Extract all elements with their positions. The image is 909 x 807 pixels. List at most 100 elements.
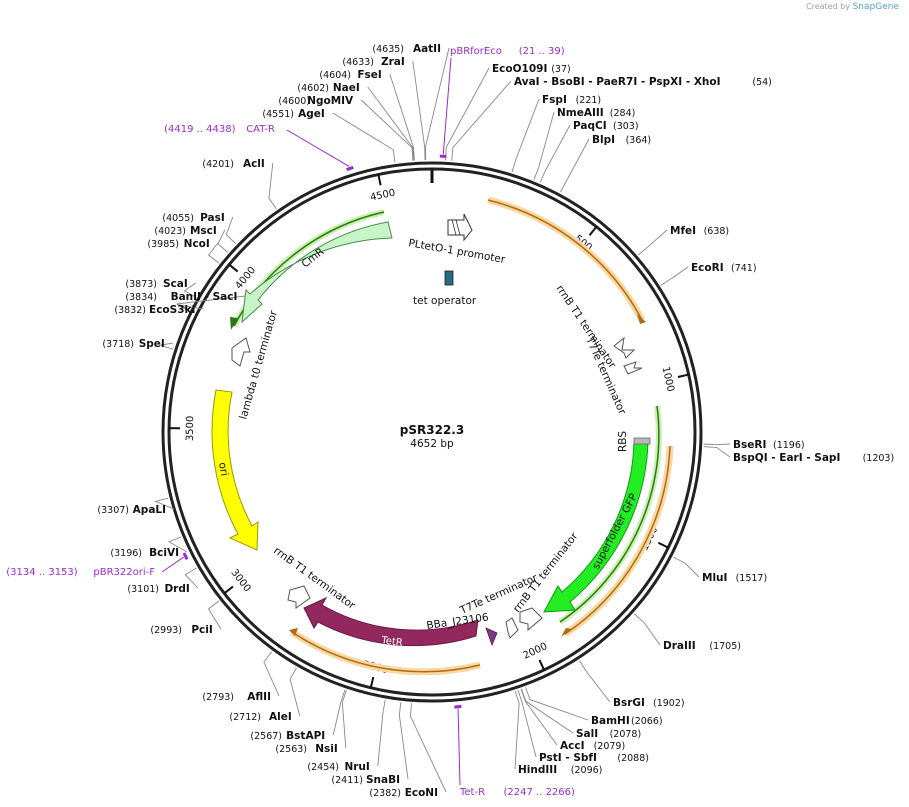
plasmid-name: pSR322.3 <box>400 423 464 437</box>
restriction-site: SpeI (3718) <box>102 338 164 350</box>
site-position: (4055) <box>162 213 194 224</box>
credit-prefix: Created by <box>806 2 851 11</box>
restriction-site: MluI(1517) <box>702 572 767 584</box>
tick-mark <box>538 659 546 671</box>
restriction-site: SnaBI(2411) <box>331 774 400 786</box>
rbs-icon <box>633 437 651 445</box>
site-name: SpeI <box>139 338 165 350</box>
primer-label: CAT-R(4419 .. 4438) <box>164 124 275 135</box>
site-position: (1705) <box>709 641 741 652</box>
site-position: (3873) <box>125 279 157 290</box>
site-position: (1196) <box>773 440 805 451</box>
feature-label-ori: ori <box>216 461 230 477</box>
restriction-site: FspI(221) <box>542 94 601 106</box>
site-position: (4602) <box>297 83 329 94</box>
tick-label: 4500 <box>369 188 396 204</box>
restriction-site: NmeAIII(284) <box>557 107 635 119</box>
restriction-site: AvaI - BsoBI - PaeR7I - PspXI - XhoI(54) <box>514 76 772 88</box>
orange-feature-arc-2-line <box>564 445 671 635</box>
site-position: (638) <box>704 226 730 237</box>
site-name: DraIII <box>663 640 696 652</box>
site-leader <box>184 567 199 589</box>
site-name: NgoMIV <box>307 95 354 107</box>
site-position: (2096) <box>571 765 603 776</box>
restriction-site: EcoRI(741) <box>691 262 757 274</box>
primer-leader <box>161 556 185 573</box>
site-position: (4551) <box>262 109 294 120</box>
tet-operator-icon <box>444 270 454 286</box>
snapgene-credit: Created by SnapGene <box>806 2 899 12</box>
orange-feature-arc-1-line <box>487 199 643 321</box>
cmr-outer-arrowhead <box>230 317 238 330</box>
feature-label-rrnb3: rrnB T1 terminator <box>271 545 358 613</box>
primer-leader <box>286 129 350 168</box>
site-position: (1902) <box>653 698 685 709</box>
restriction-site: AclI(4201) <box>202 158 264 170</box>
site-position: (2078) <box>610 729 642 740</box>
restriction-site: BsrGI (1902) <box>613 697 685 709</box>
site-name: BstAPI <box>286 730 325 742</box>
site-name: NaeI <box>333 82 360 94</box>
site-labels: AatII(4635)ZraI(4633)FseI(4604)NaeI(4602… <box>97 43 894 799</box>
site-leader <box>207 242 220 264</box>
primer-label: Tet-R(2247 .. 2266) <box>459 787 575 798</box>
site-leader <box>539 124 571 183</box>
site-position: (2382) <box>369 788 401 799</box>
backbone-inner-ring <box>167 167 697 697</box>
restriction-site: EcoS3kI(3832) <box>114 304 195 316</box>
site-name: BseRI <box>733 439 766 451</box>
restriction-site: FseI(4604) <box>319 69 381 81</box>
restriction-site: NruI(2454) <box>307 761 369 773</box>
rrnb-terminator-2-icon <box>519 607 543 632</box>
restriction-site: NgoMIV(4600) <box>278 95 354 107</box>
site-position: (4633) <box>342 57 374 68</box>
primer-range: (4419 .. 4438) <box>164 124 236 135</box>
site-name: BciVI <box>149 547 179 559</box>
site-position: (3718) <box>102 339 134 350</box>
primer-range: (3134 .. 3153) <box>6 567 78 578</box>
tick-mark <box>377 174 382 186</box>
site-leader <box>367 86 415 161</box>
site-name: DrdI <box>164 583 189 595</box>
restriction-site: BspQI - EarI - SapI (1203) <box>733 452 894 464</box>
site-name: AatII <box>413 43 441 55</box>
site-position: (4600) <box>278 96 310 107</box>
site-position: (4023) <box>154 226 186 237</box>
site-leader <box>520 688 558 746</box>
site-position: (1203) <box>863 453 895 464</box>
site-name: EcoO109I <box>492 63 547 75</box>
site-leader <box>525 687 589 721</box>
site-leader-lines <box>154 47 731 793</box>
site-leader <box>398 702 409 780</box>
site-leader <box>263 651 280 697</box>
t7te-terminator-1-icon <box>623 361 643 375</box>
t7te-terminator-2-icon <box>505 617 519 639</box>
site-position: (37) <box>551 64 571 75</box>
site-name: BamHI <box>591 715 630 727</box>
pltet-promoter-icon <box>447 213 473 242</box>
site-name: BsrGI <box>613 697 645 709</box>
site-name: BanII - SacI <box>171 291 238 303</box>
site-name: HindIII <box>518 764 557 776</box>
restriction-site: SalI(2078) <box>576 728 641 740</box>
site-name: BspQI - EarI - SapI <box>733 452 840 464</box>
site-leader <box>168 536 188 553</box>
orange-feature-arrowhead-2 <box>561 628 572 637</box>
site-position: (2079) <box>594 741 626 752</box>
site-name: NsiI <box>315 743 338 755</box>
primer-name: pBR322ori-F <box>93 567 155 578</box>
tetr-arrow <box>303 596 479 647</box>
site-name: AleI <box>269 711 292 723</box>
site-leader <box>410 703 447 793</box>
site-name: BlpI <box>592 134 615 146</box>
cmr-arrow <box>241 221 393 324</box>
site-position: (3101) <box>127 584 159 595</box>
site-position: (2993) <box>150 625 182 636</box>
site-position: (4604) <box>319 70 351 81</box>
site-position: (3832) <box>114 305 146 316</box>
site-name: MscI <box>190 225 217 237</box>
tick-label: 1000 <box>660 366 676 393</box>
site-name: AvaI - BsoBI - PaeR7I - PspXI - XhoI <box>514 76 721 88</box>
rrnb-terminator-1-icon <box>613 336 636 359</box>
